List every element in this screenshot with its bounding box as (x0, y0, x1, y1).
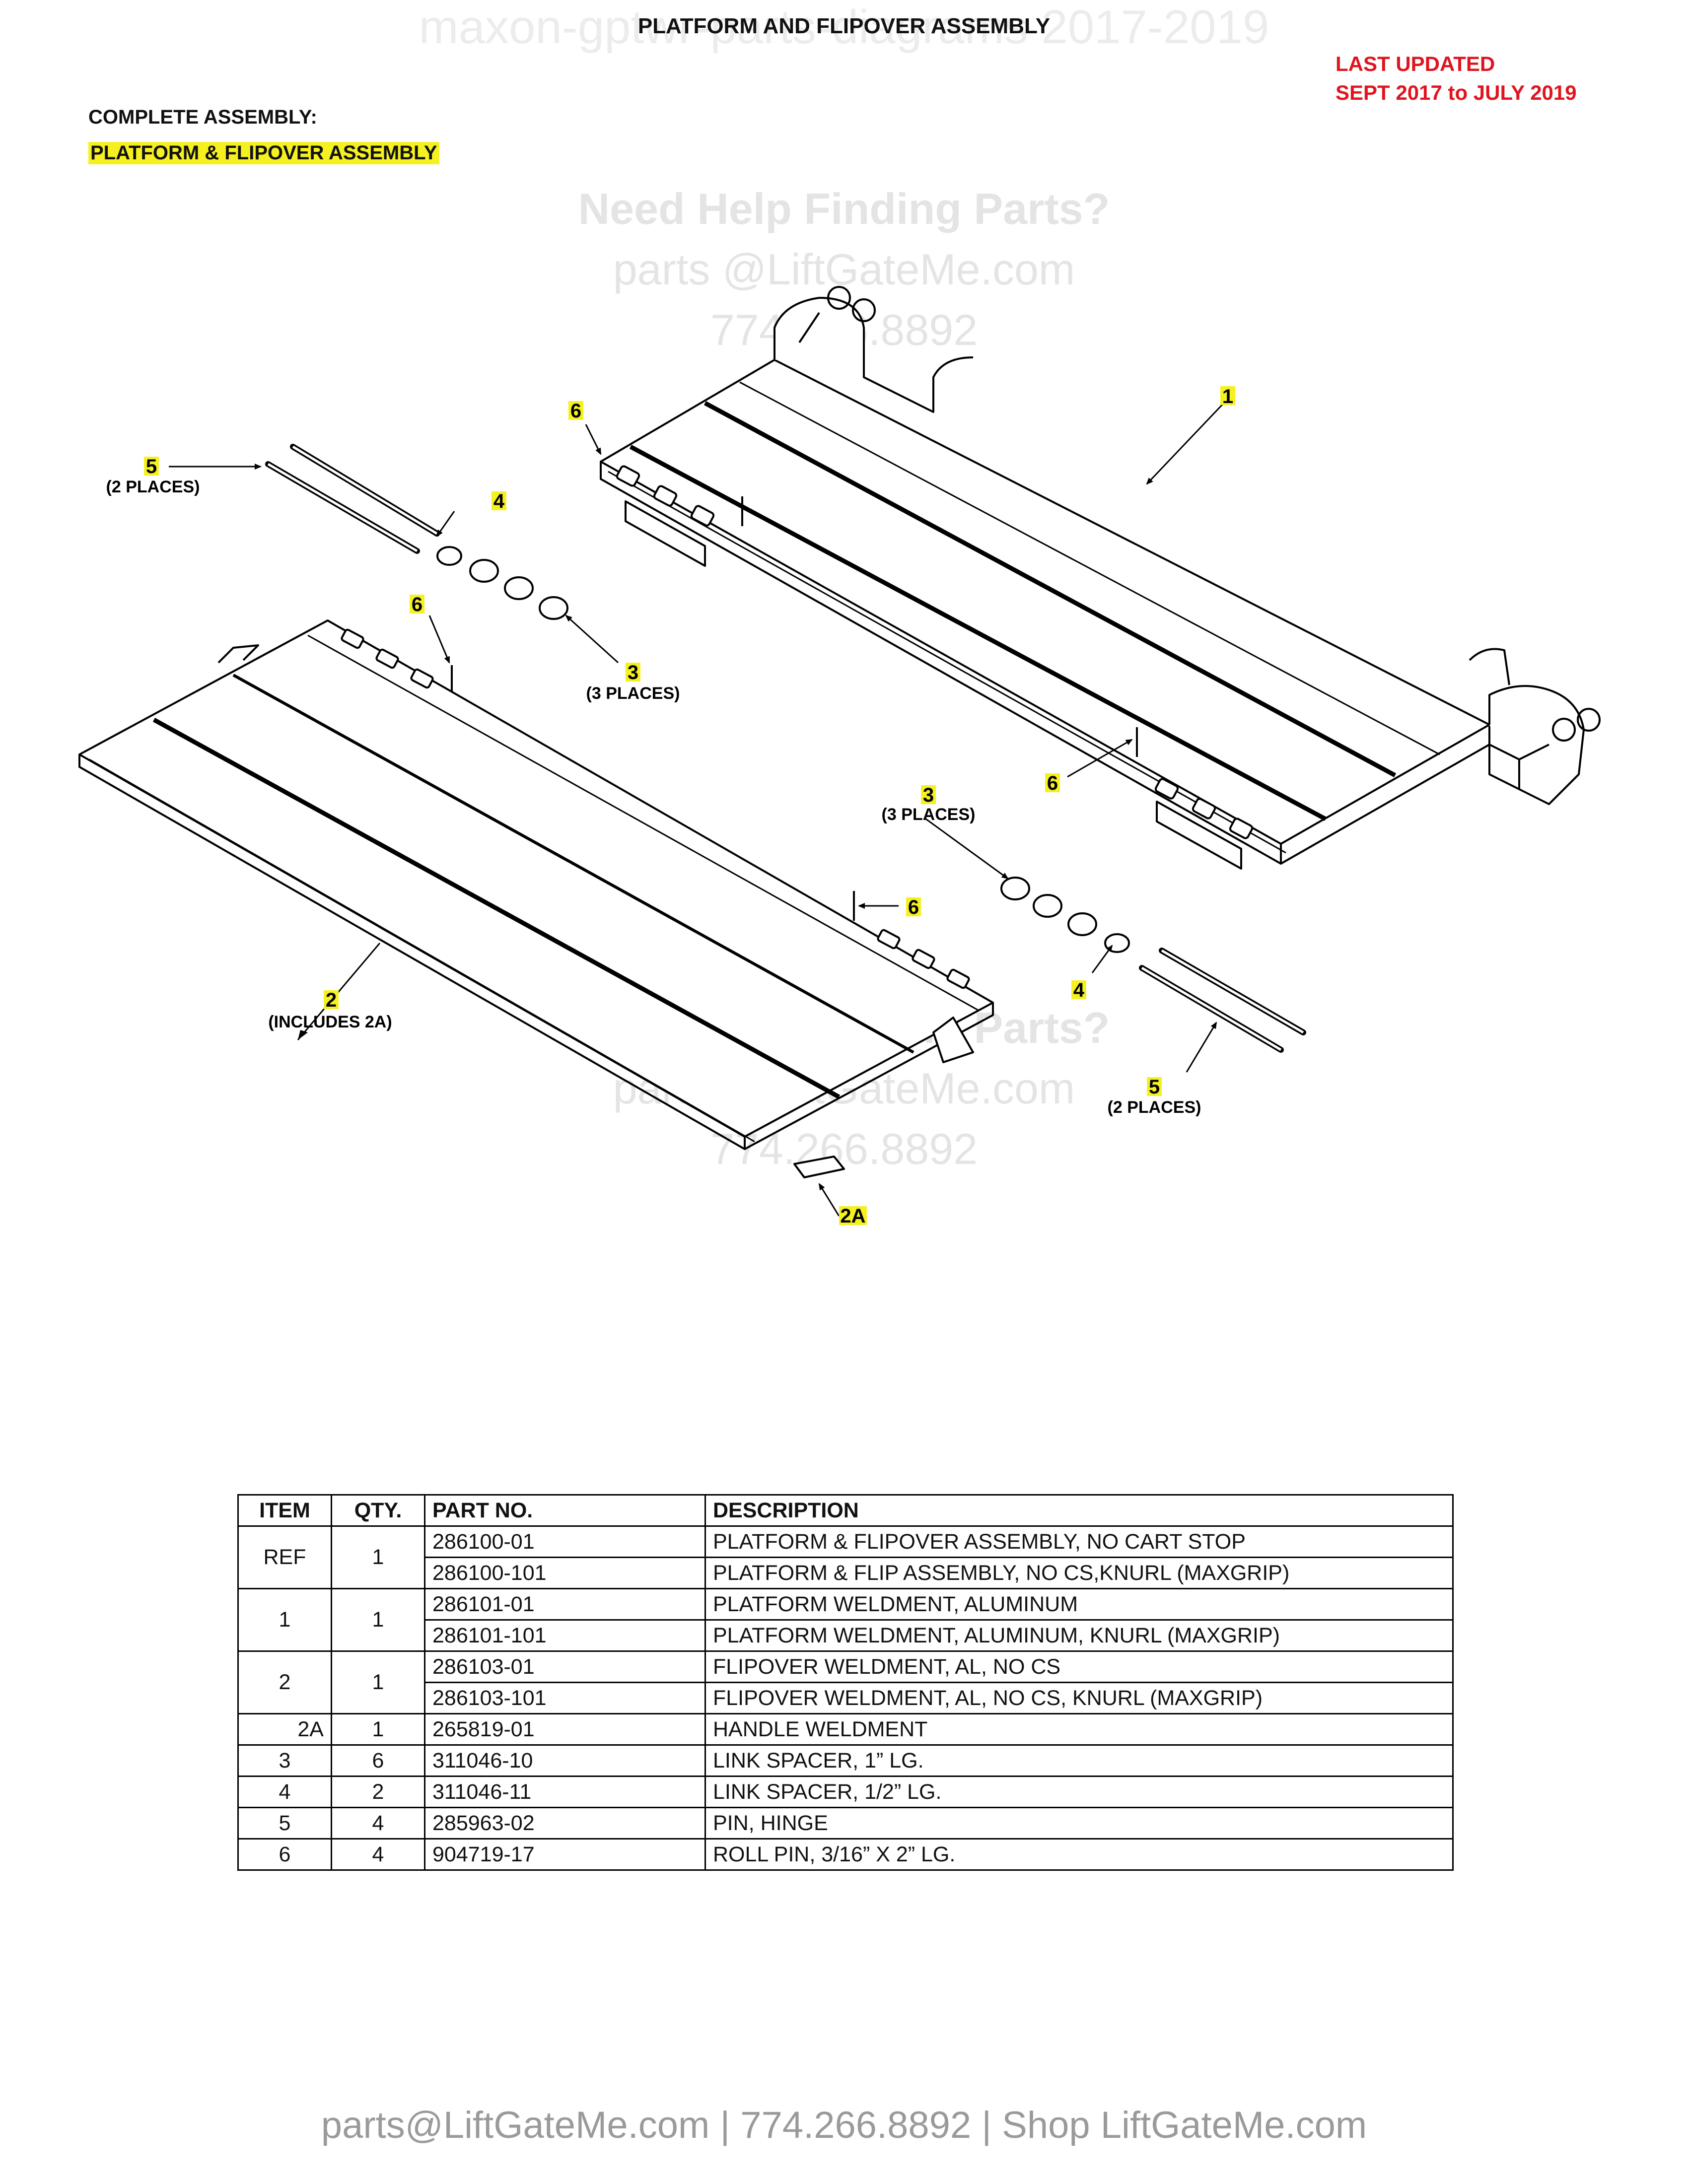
qty-cell: 2 (331, 1775, 425, 1808)
callout-4-left: 4 (493, 490, 505, 512)
last-updated-range: SEPT 2017 to JULY 2019 (1336, 81, 1577, 104)
item-cell: 4 (237, 1775, 332, 1808)
callout-2-note: (INCLUDES 2A) (268, 1013, 392, 1031)
description-cell: PIN, HINGE (704, 1807, 1454, 1840)
table-row: 5 4 285963-02 PIN, HINGE (237, 1807, 1454, 1840)
parts-table: ITEM QTY. PART NO. DESCRIPTION REF 1 286… (237, 1494, 1454, 1871)
item-cell: REF (237, 1525, 332, 1589)
part-no-cell: 286103-101 (424, 1682, 706, 1714)
help-watermark-line2: parts @LiftGateMe.com (613, 245, 1075, 294)
callout-3-left: 3 (628, 662, 638, 683)
part-no-cell: 286101-01 (424, 1588, 706, 1621)
qty-cell: 4 (331, 1807, 425, 1840)
assembly-name-highlight: PLATFORM & FLIPOVER ASSEMBLY (88, 142, 439, 164)
item-cell: 3 (237, 1744, 332, 1777)
description-cell: PLATFORM WELDMENT, ALUMINUM, KNURL (MAXG… (704, 1619, 1454, 1652)
callout-2a: 2A (840, 1205, 865, 1227)
hinge-pins-left (265, 444, 440, 554)
leader-lines (169, 402, 1225, 1217)
hinge-pins-right (1139, 948, 1306, 1053)
description-cell: LINK SPACER, 1” LG. (704, 1744, 1454, 1777)
callout-2: 2 (326, 989, 337, 1011)
header-qty: QTY. (331, 1494, 425, 1527)
table-header-row: ITEM QTY. PART NO. DESCRIPTION (237, 1494, 1454, 1527)
table-row: REF 1 286100-01 PLATFORM & FLIPOVER ASSE… (237, 1525, 1454, 1589)
description-cell: PLATFORM WELDMENT, ALUMINUM (704, 1588, 1454, 1621)
page-title: PLATFORM AND FLIPOVER ASSEMBLY (637, 14, 1051, 38)
footer-contact: parts@LiftGateMe.com | 774.266.8892 | Sh… (321, 2104, 1367, 2146)
item-cell: 5 (237, 1807, 332, 1840)
table-row: 286101-101 PLATFORM WELDMENT, ALUMINUM, … (238, 1619, 1454, 1652)
part-no-cell: 285963-02 (424, 1807, 706, 1840)
description-cell: LINK SPACER, 1/2” LG. (704, 1775, 1454, 1808)
table-row: 4 2 311046-11 LINK SPACER, 1/2” LG. (237, 1775, 1454, 1808)
part-no-cell: 286100-01 (424, 1525, 706, 1558)
item-cell: 1 (237, 1588, 332, 1652)
handle-weldment (793, 1156, 845, 1178)
callout-5-left-note: (2 PLACES) (106, 478, 200, 496)
link-spacers-left (436, 546, 568, 620)
exploded-diagram: 1 2 (INCLUDES 2A) 2A 3 (3 PLACES) 3 (3 P… (78, 286, 1601, 1227)
qty-cell: 1 (331, 1650, 425, 1714)
table-row: 2A 1 265819-01 HANDLE WELDMENT (237, 1713, 1454, 1746)
description-cell: ROLL PIN, 3/16” X 2” LG. (704, 1838, 1454, 1871)
complete-assembly-label: COMPLETE ASSEMBLY: (88, 106, 317, 128)
table-row: 3 6 311046-10 LINK SPACER, 1” LG. (237, 1744, 1454, 1777)
part-no-cell: 286101-101 (424, 1619, 706, 1652)
part-no-cell: 904719-17 (424, 1838, 706, 1871)
item-cell: 2 (237, 1650, 332, 1714)
flipover-weldment (78, 619, 994, 1150)
part-no-cell: 265819-01 (424, 1713, 706, 1746)
platform-weldment (600, 286, 1601, 870)
callout-6-c: 6 (1047, 772, 1058, 794)
description-cell: FLIPOVER WELDMENT, AL, NO CS (704, 1650, 1454, 1683)
help-watermark-line1: Need Help Finding Parts? (578, 184, 1110, 233)
callout-4-right: 4 (1073, 979, 1085, 1001)
part-no-cell: 311046-11 (424, 1775, 706, 1808)
table-row: 286100-101 PLATFORM & FLIP ASSEMBLY, NO … (238, 1557, 1454, 1589)
qty-cell: 1 (331, 1713, 425, 1746)
description-cell: FLIPOVER WELDMENT, AL, NO CS, KNURL (MAX… (704, 1682, 1454, 1714)
item-cell: 6 (237, 1838, 332, 1871)
watermark-title: maxon-gptwr-parts-diagrams 2017-2019 (419, 0, 1269, 54)
header-item: ITEM (237, 1494, 332, 1527)
callout-6-b: 6 (412, 594, 422, 615)
part-no-cell: 286100-101 (424, 1557, 706, 1589)
callout-6-a: 6 (570, 400, 581, 422)
callout-6-d: 6 (908, 896, 919, 918)
callout-3-right: 3 (923, 784, 934, 806)
header-description: DESCRIPTION (704, 1494, 1454, 1527)
qty-cell: 4 (331, 1838, 425, 1871)
item-cell: 2A (237, 1713, 332, 1746)
qty-cell: 1 (331, 1525, 425, 1589)
part-no-cell: 311046-10 (424, 1744, 706, 1777)
callout-5-right-note: (2 PLACES) (1108, 1098, 1201, 1117)
table-row: 286103-101 FLIPOVER WELDMENT, AL, NO CS,… (238, 1682, 1454, 1714)
last-updated-label: LAST UPDATED (1336, 52, 1495, 75)
link-spacers-right (1000, 877, 1130, 953)
qty-cell: 1 (331, 1588, 425, 1652)
description-cell: HANDLE WELDMENT (704, 1713, 1454, 1746)
callout-3-left-note: (3 PLACES) (586, 684, 680, 703)
qty-cell: 6 (331, 1744, 425, 1777)
description-cell: PLATFORM & FLIPOVER ASSEMBLY, NO CART ST… (704, 1525, 1454, 1558)
callout-1: 1 (1222, 386, 1233, 408)
part-no-cell: 286103-01 (424, 1650, 706, 1683)
callout-5-left: 5 (146, 456, 157, 478)
header-part-no: PART NO. (424, 1494, 706, 1527)
table-row: 2 1 286103-01 FLIPOVER WELDMENT, AL, NO … (237, 1650, 1454, 1714)
callout-3-right-note: (3 PLACES) (882, 805, 976, 824)
help-watermark-line3: 774.266.8892 (710, 1124, 978, 1173)
callout-labels: 1 2 (INCLUDES 2A) 2A 3 (3 PLACES) 3 (3 P… (106, 386, 1235, 1227)
table-row: 1 1 286101-01 PLATFORM WELDMENT, ALUMINU… (237, 1588, 1454, 1652)
callout-5-right: 5 (1149, 1076, 1160, 1098)
table-row: 6 4 904719-17 ROLL PIN, 3/16” X 2” LG. (237, 1838, 1454, 1871)
description-cell: PLATFORM & FLIP ASSEMBLY, NO CS,KNURL (M… (704, 1557, 1454, 1589)
last-updated-note: LAST UPDATED SEPT 2017 to JULY 2019 (1336, 50, 1577, 107)
